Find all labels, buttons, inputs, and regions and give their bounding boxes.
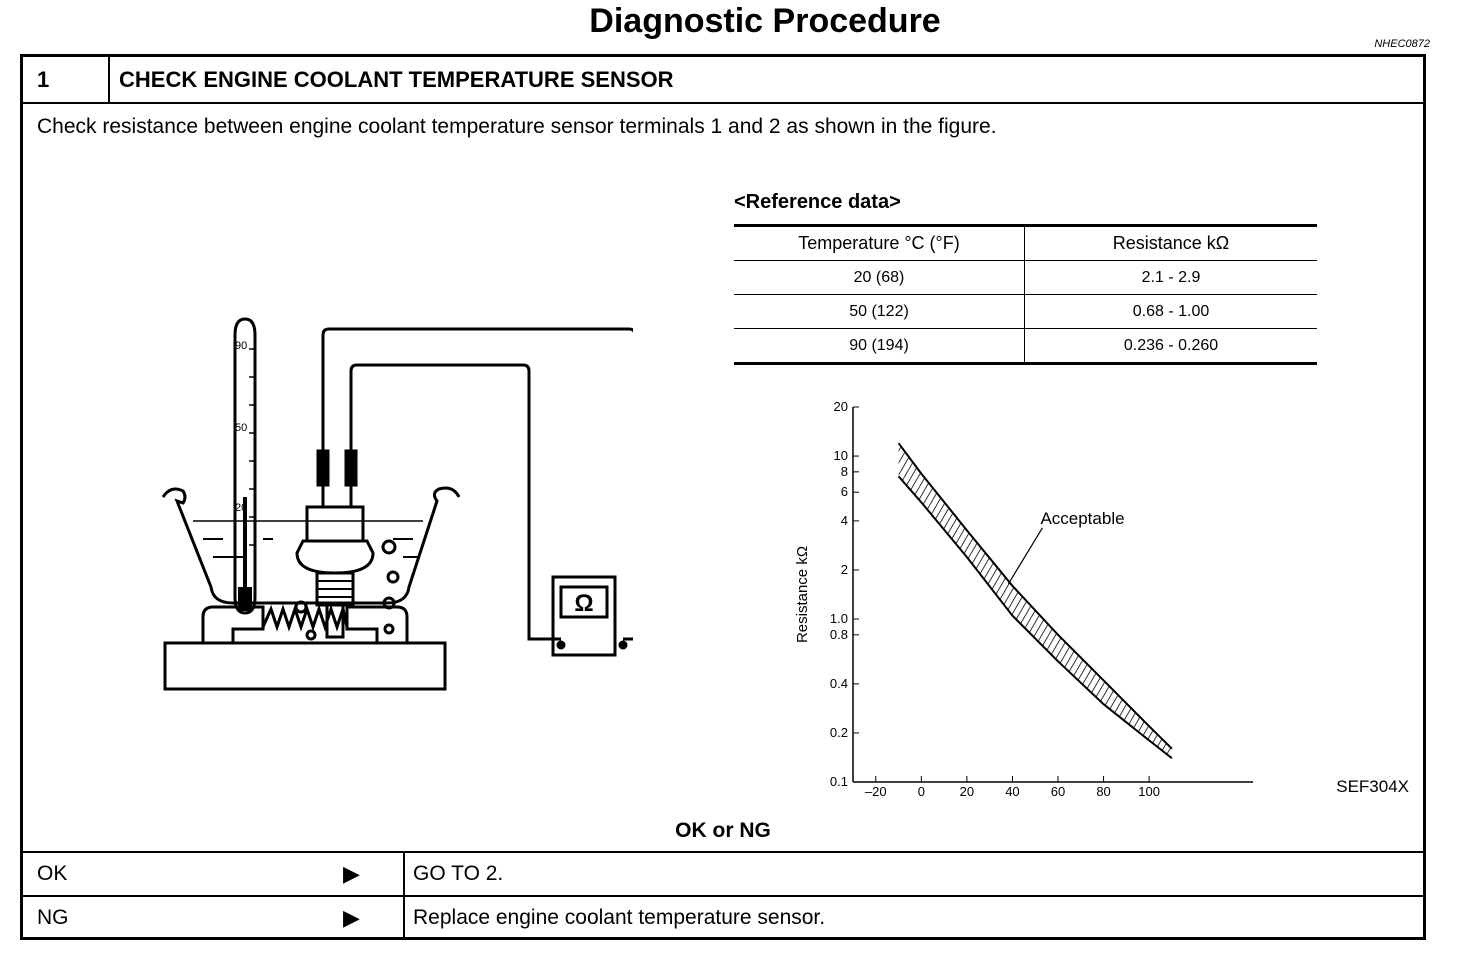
arrow-right-icon: ▶ bbox=[343, 905, 360, 930]
x-tick-label: 0 bbox=[918, 784, 925, 797]
x-tick-label: 60 bbox=[1051, 784, 1065, 797]
y-tick-label: 1.0 bbox=[830, 611, 848, 626]
ohm-icon: Ω bbox=[574, 590, 593, 617]
table-row: 90 (194) 0.236 - 0.260 bbox=[734, 328, 1317, 364]
cell-resistance: 0.236 - 0.260 bbox=[1024, 328, 1317, 364]
y-tick-label: 0.8 bbox=[830, 627, 848, 642]
acceptable-band bbox=[898, 443, 1172, 759]
y-tick-label: 0.4 bbox=[830, 676, 848, 691]
table-row: 50 (122) 0.68 - 1.00 bbox=[734, 294, 1317, 329]
burner-base bbox=[163, 641, 447, 691]
column-divider bbox=[403, 897, 405, 939]
y-tick-label: 2 bbox=[841, 562, 848, 577]
cell-temp: 20 (68) bbox=[734, 260, 1025, 295]
burner-stand-right bbox=[345, 605, 409, 643]
x-tick-label: –20 bbox=[865, 784, 887, 797]
resistance-chart: 201086421.00.80.40.20.1–20(–4)0(32)20(68… bbox=[794, 399, 1253, 797]
sensor-hex bbox=[295, 539, 375, 575]
procedure-frame: 1 CHECK ENGINE COOLANT TEMPERATURE SENSO… bbox=[20, 54, 1426, 940]
series-line-lower bbox=[897, 475, 1173, 759]
sensor-probe bbox=[325, 603, 345, 639]
lead-wire-1 bbox=[321, 327, 633, 641]
annotation-label: Acceptable bbox=[1040, 509, 1124, 528]
col-resistance: Resistance kΩ bbox=[1024, 225, 1317, 261]
series-line-upper bbox=[897, 442, 1173, 750]
table-row: 20 (68) 2.1 - 2.9 bbox=[734, 260, 1317, 295]
burner-stand-left bbox=[201, 605, 265, 643]
wire-sleeve-2 bbox=[344, 449, 358, 487]
sensor-test-illustration: 90 50 20 Ω bbox=[161, 317, 633, 691]
result-action: GO TO 2. bbox=[413, 862, 504, 885]
cell-temp: 50 (122) bbox=[734, 294, 1025, 329]
reference-table: Temperature °C (°F) Resistance kΩ 20 (68… bbox=[734, 224, 1317, 365]
y-tick-label: 6 bbox=[841, 484, 848, 499]
y-tick-label: 20 bbox=[834, 399, 848, 414]
result-row-ok: OK ▶ GO TO 2. bbox=[23, 851, 1423, 895]
result-label: OK bbox=[37, 862, 68, 885]
column-divider bbox=[403, 853, 405, 895]
y-tick-label: 0.2 bbox=[830, 725, 848, 740]
therm-mark-90: 90 bbox=[235, 340, 247, 352]
reference-heading: <Reference data> bbox=[734, 191, 901, 213]
step-number: 1 bbox=[23, 57, 110, 102]
step-instruction: Check resistance between engine coolant … bbox=[37, 115, 997, 138]
beaker bbox=[161, 486, 461, 605]
sensor-connector bbox=[305, 505, 365, 543]
wire-sleeve-1 bbox=[316, 449, 330, 487]
x-tick-label: 100 bbox=[1138, 784, 1160, 797]
step-title: CHECK ENGINE COOLANT TEMPERATURE SENSOR bbox=[119, 67, 674, 92]
step-header: 1 CHECK ENGINE COOLANT TEMPERATURE SENSO… bbox=[23, 57, 1423, 104]
page-title: Diagnostic Procedure bbox=[589, 2, 941, 40]
x-tick-label: 40 bbox=[1005, 784, 1019, 797]
y-tick-label: 8 bbox=[841, 464, 848, 479]
lead-wire-2 bbox=[349, 363, 561, 641]
y-tick-label: 0.1 bbox=[830, 774, 848, 789]
y-axis-label: Resistance kΩ bbox=[794, 546, 811, 643]
cell-resistance: 2.1 - 2.9 bbox=[1024, 260, 1317, 295]
result-action: Replace engine coolant temperature senso… bbox=[413, 906, 826, 929]
annotation-leader bbox=[1007, 527, 1043, 585]
therm-mark-50: 50 bbox=[235, 422, 247, 434]
ohmmeter bbox=[551, 575, 617, 657]
cell-resistance: 0.68 - 1.00 bbox=[1024, 294, 1317, 329]
document-id: NHEC0872 bbox=[1374, 38, 1430, 50]
figure-code: SEF304X bbox=[1336, 777, 1409, 796]
therm-mark-20: 20 bbox=[235, 502, 247, 514]
table-header-row: Temperature °C (°F) Resistance kΩ bbox=[734, 225, 1317, 261]
x-tick-label: 80 bbox=[1096, 784, 1110, 797]
arrow-right-icon: ▶ bbox=[343, 861, 360, 886]
result-label: NG bbox=[37, 906, 69, 929]
cell-temp: 90 (194) bbox=[734, 328, 1025, 364]
col-temperature: Temperature °C (°F) bbox=[734, 225, 1025, 261]
x-tick-label: 20 bbox=[960, 784, 974, 797]
y-tick-label: 4 bbox=[841, 513, 848, 528]
result-row-ng: NG ▶ Replace engine coolant temperature … bbox=[23, 895, 1423, 939]
ok-ng-prompt: OK or NG bbox=[675, 819, 771, 842]
y-tick-label: 10 bbox=[834, 448, 848, 463]
